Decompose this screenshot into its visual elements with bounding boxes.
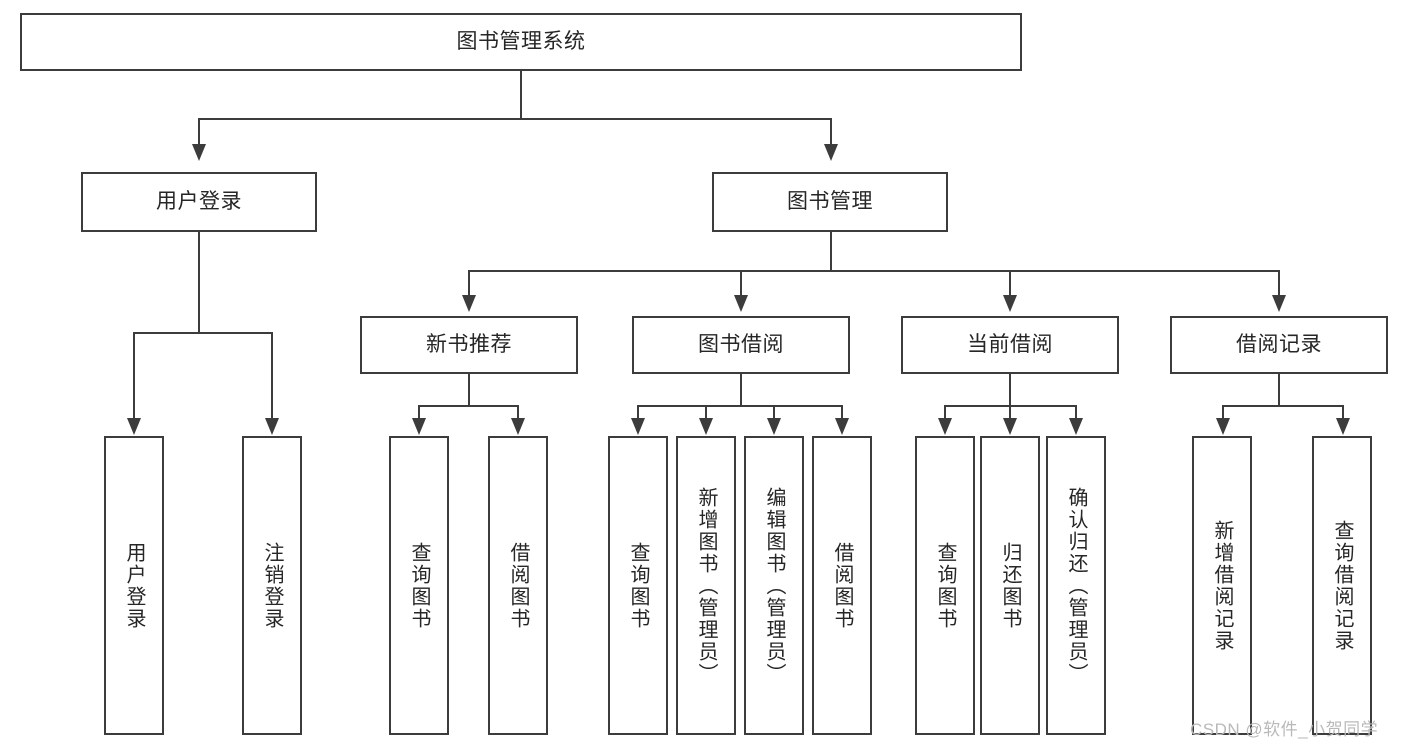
leaf-user-login-login[interactable]: 用户登录 <box>104 436 164 735</box>
connector-book-borrow-bar <box>637 405 842 407</box>
connector-to-user-login <box>198 118 200 146</box>
arrow-book-borrow-leaf-4 <box>835 418 849 435</box>
leaf-new-book-query[interactable]: 查询图书 <box>389 436 449 735</box>
node-label: 新增图书（管理员） <box>695 486 717 685</box>
node-label: 新增借阅记录 <box>1211 519 1233 652</box>
connector-book-borrow-drop-1 <box>637 405 639 419</box>
node-root-system[interactable]: 图书管理系统 <box>20 13 1022 71</box>
leaf-current-borrow-query[interactable]: 查询图书 <box>915 436 975 735</box>
connector-user-login-drop-1 <box>133 332 135 419</box>
node-borrow-record[interactable]: 借阅记录 <box>1170 316 1388 374</box>
arrow-to-book-borrow <box>734 295 748 312</box>
connector-current-borrow-drop-2 <box>1009 405 1011 419</box>
connector-book-borrow-drop-2 <box>705 405 707 419</box>
node-label: 查询借阅记录 <box>1331 519 1353 652</box>
node-label: 查询图书 <box>408 541 430 630</box>
node-label: 当前借阅 <box>967 332 1053 356</box>
connector-to-book-manage <box>830 118 832 146</box>
node-book-borrow[interactable]: 图书借阅 <box>632 316 850 374</box>
arrow-book-borrow-leaf-1 <box>631 418 645 435</box>
node-book-manage[interactable]: 图书管理 <box>712 172 948 232</box>
arrow-new-book-leaf-2 <box>511 418 525 435</box>
connector-current-borrow-drop-1 <box>944 405 946 419</box>
arrow-current-borrow-leaf-1 <box>938 418 952 435</box>
connector-borrow-record-stem <box>1278 374 1280 406</box>
connector-new-book-bar <box>418 405 518 407</box>
connector-book-manage-stem <box>830 232 832 271</box>
leaf-new-book-borrow[interactable]: 借阅图书 <box>488 436 548 735</box>
connector-user-login-bar <box>133 332 272 334</box>
arrow-current-borrow-leaf-3 <box>1069 418 1083 435</box>
node-label: 借阅图书 <box>507 541 529 630</box>
leaf-current-borrow-return[interactable]: 归还图书 <box>980 436 1040 735</box>
arrow-book-borrow-leaf-2 <box>699 418 713 435</box>
node-label: 编辑图书（管理员） <box>763 486 785 685</box>
arrow-to-borrow-record <box>1272 295 1286 312</box>
node-label: 借阅记录 <box>1236 332 1322 356</box>
leaf-user-login-logout[interactable]: 注销登录 <box>242 436 302 735</box>
arrow-user-login-leaf-2 <box>265 418 279 435</box>
node-label: 用户登录 <box>156 189 242 213</box>
connector-borrow-record-bar <box>1222 405 1344 407</box>
leaf-borrow-record-add[interactable]: 新增借阅记录 <box>1192 436 1252 735</box>
leaf-book-borrow-lend[interactable]: 借阅图书 <box>812 436 872 735</box>
connector-to-current-borrow <box>1009 270 1011 296</box>
node-label: 查询图书 <box>627 541 649 630</box>
arrow-to-user-login <box>192 144 206 161</box>
node-label: 图书管理系统 <box>456 29 586 53</box>
leaf-book-borrow-edit[interactable]: 编辑图书（管理员） <box>744 436 804 735</box>
connector-level1-bar <box>198 118 832 120</box>
node-label: 用户登录 <box>123 541 145 630</box>
connector-to-book-borrow <box>740 270 742 296</box>
node-label: 图书管理 <box>787 189 873 213</box>
arrow-new-book-leaf-1 <box>412 418 426 435</box>
node-label: 归还图书 <box>999 541 1021 630</box>
arrow-book-borrow-leaf-3 <box>767 418 781 435</box>
node-label: 查询图书 <box>934 541 956 630</box>
connector-new-book-stem <box>468 374 470 406</box>
leaf-book-borrow-add[interactable]: 新增图书（管理员） <box>676 436 736 735</box>
connector-user-login-stem <box>198 232 200 333</box>
connector-new-book-drop-2 <box>517 405 519 419</box>
arrow-current-borrow-leaf-2 <box>1003 418 1017 435</box>
arrow-borrow-record-leaf-1 <box>1216 418 1230 435</box>
leaf-current-borrow-confirm[interactable]: 确认归还（管理员） <box>1046 436 1106 735</box>
arrow-borrow-record-leaf-2 <box>1336 418 1350 435</box>
connector-borrow-record-drop-2 <box>1342 405 1344 419</box>
node-label: 确认归还（管理员） <box>1065 486 1087 685</box>
connector-to-borrow-record <box>1278 270 1280 296</box>
arrow-to-new-book <box>462 295 476 312</box>
node-label: 图书借阅 <box>698 332 784 356</box>
connector-book-borrow-drop-3 <box>773 405 775 419</box>
connector-to-new-book <box>468 270 470 296</box>
node-label: 借阅图书 <box>831 541 853 630</box>
connector-current-borrow-stem <box>1009 374 1011 406</box>
arrow-user-login-leaf-1 <box>127 418 141 435</box>
arrow-to-current-borrow <box>1003 295 1017 312</box>
connector-borrow-record-drop-1 <box>1222 405 1224 419</box>
node-user-login[interactable]: 用户登录 <box>81 172 317 232</box>
arrow-to-book-manage <box>824 144 838 161</box>
connector-book-borrow-drop-4 <box>841 405 843 419</box>
leaf-borrow-record-query[interactable]: 查询借阅记录 <box>1312 436 1372 735</box>
node-current-borrow[interactable]: 当前借阅 <box>901 316 1119 374</box>
node-label: 注销登录 <box>261 541 283 630</box>
node-label: 新书推荐 <box>426 332 512 356</box>
connector-root-stem <box>520 71 522 119</box>
node-new-book-recommend[interactable]: 新书推荐 <box>360 316 578 374</box>
connector-book-borrow-stem <box>740 374 742 406</box>
connector-current-borrow-drop-3 <box>1075 405 1077 419</box>
connector-level2-bar <box>468 270 1280 272</box>
connector-user-login-drop-2 <box>271 332 273 419</box>
leaf-book-borrow-query[interactable]: 查询图书 <box>608 436 668 735</box>
connector-new-book-drop-1 <box>418 405 420 419</box>
